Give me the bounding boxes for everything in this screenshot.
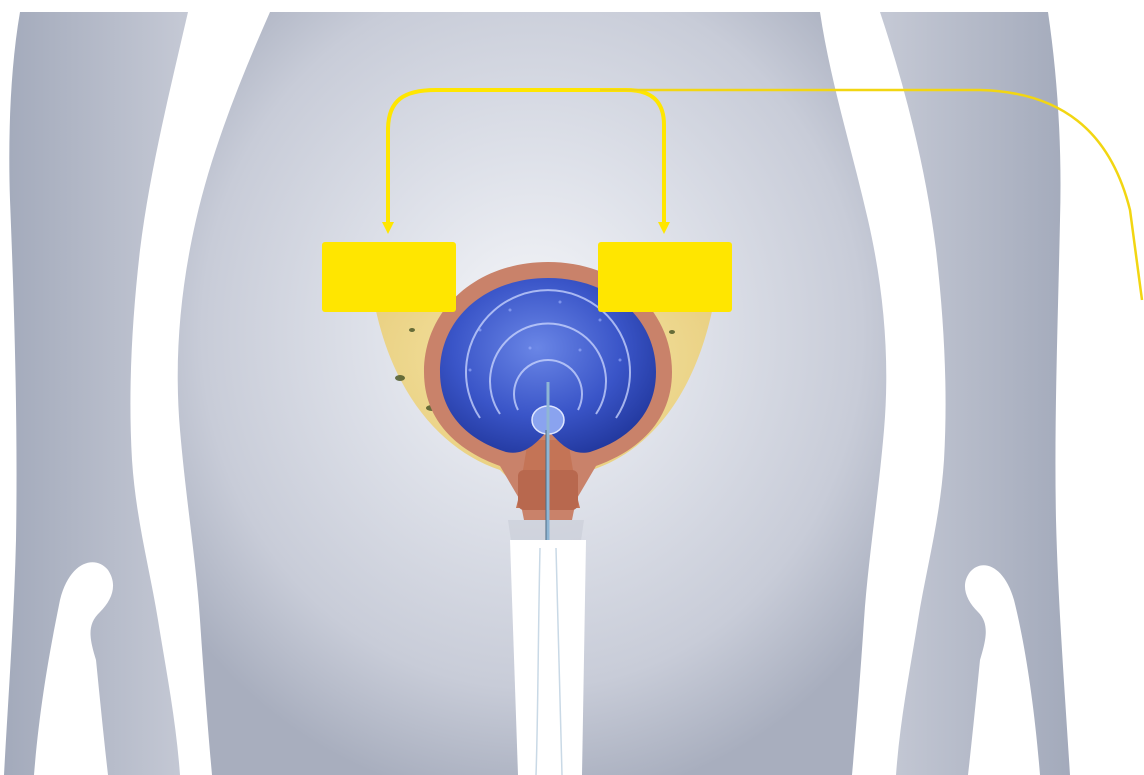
left-arm	[4, 12, 188, 775]
probe-sleeve	[510, 540, 586, 775]
left-electrode	[322, 242, 456, 312]
right-arm	[880, 12, 1070, 775]
right-electrode	[598, 242, 732, 312]
